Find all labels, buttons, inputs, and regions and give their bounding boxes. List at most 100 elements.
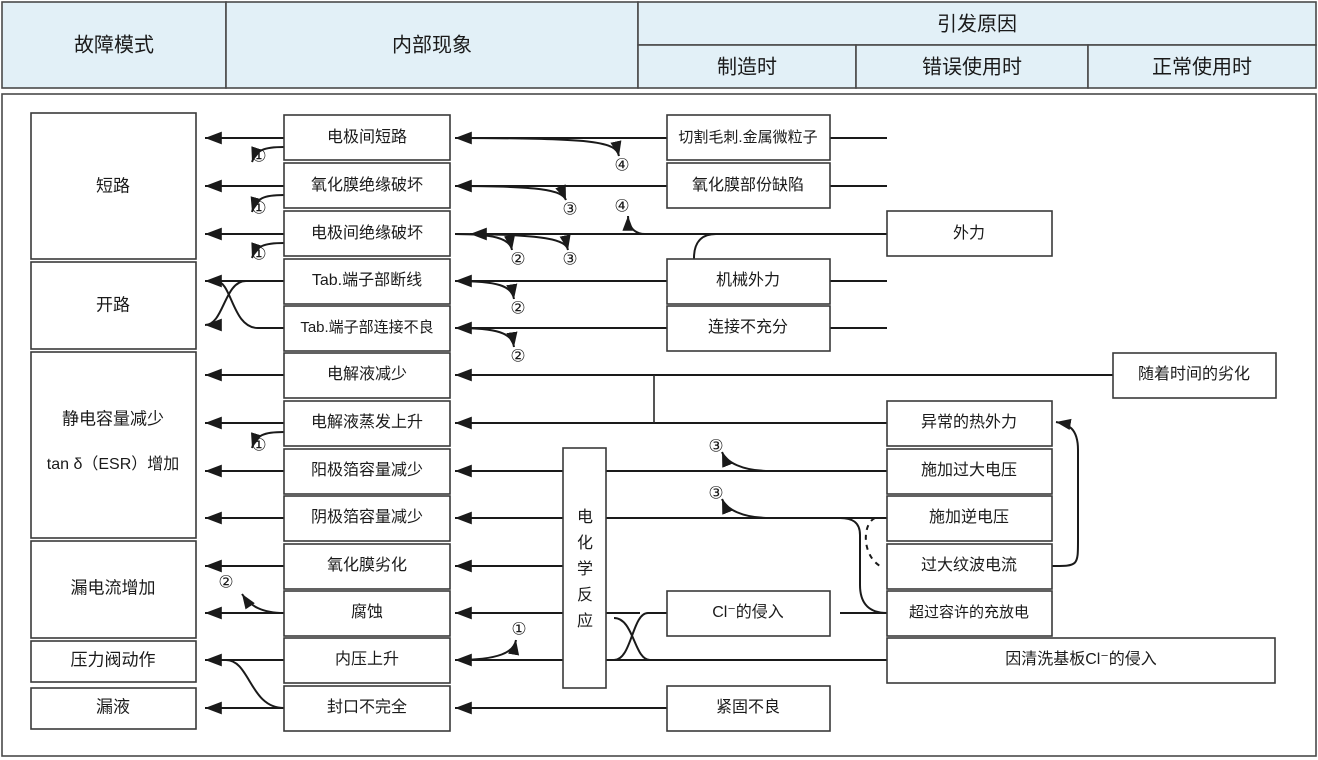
misuse-causes-column: 外力 异常的热外力 施加过大电压 施加逆电压 过大纹波电流 超过容许的充放电 因… [666,210,1276,732]
cause-misuse-label-4: 过大纹波电流 [921,556,1017,574]
internal-box-7[interactable] [283,448,451,495]
cause-mfg-box-4[interactable] [666,590,831,637]
cause-misuse-box-5[interactable] [886,590,1053,637]
internal-label-5: 电解液减少 [327,365,407,383]
cause-mfg-box-2[interactable] [666,258,831,305]
reaction-char-0: 电 [577,508,593,526]
internal-phenomena-column: 电极间短路 氧化膜绝缘破坏 电极间绝缘破坏 Tab.端子部断线 Tab.端子部连… [283,114,451,732]
reaction-char-2: 学 [577,560,593,578]
annotation-a12: ② [218,572,233,591]
cause-mfg-box-0[interactable] [666,114,831,161]
internal-box-5[interactable] [283,352,451,399]
annotation-a1: ① [251,146,266,165]
header-label-internal: 内部现象 [392,33,472,56]
internal-label-1: 氧化膜绝缘破坏 [311,176,423,194]
cause-misuse-label-3: 施加逆电压 [929,508,1009,526]
cause-misuse-label-0: 外力 [953,224,985,242]
reaction-char-3: 反 [577,586,593,604]
internal-label-2: 电极间绝缘破坏 [311,224,423,242]
internal-box-6[interactable] [283,400,451,447]
cause-misuse-box-6[interactable] [886,637,1276,684]
cause-misuse-label-6: 因清洗基板Cl⁻的侵入 [1005,650,1157,668]
internal-box-8[interactable] [283,495,451,542]
internal-label-6: 电解液蒸发上升 [311,413,423,431]
failure-mode-label-leakage-current: 漏电流增加 [71,578,156,597]
cause-mfg-label-3: 连接不充分 [708,318,788,336]
cause-misuse-label-5: 超过容许的充放电 [909,604,1029,621]
internal-box-10[interactable] [283,590,451,637]
annotation-a14: ③ [708,436,723,455]
cause-normal-box-0[interactable] [1112,352,1277,399]
cause-mfg-label-1: 氧化膜部份缺陷 [692,176,804,194]
failure-mode-label-open-circuit: 开路 [96,295,130,314]
cause-misuse-box-2[interactable] [886,448,1053,495]
internal-box-11[interactable] [283,637,451,684]
cause-misuse-box-1[interactable] [886,400,1053,447]
internal-box-2[interactable] [283,210,451,257]
manufacturing-causes-column: 切割毛刺.金属微粒子 氧化膜部份缺陷 机械外力 连接不充分 Cl⁻的侵入 [666,114,831,637]
annotation-a6: ③ [562,199,577,218]
failure-mode-label-short-circuit: 短路 [96,176,130,195]
header-cell-causes [637,1,1317,46]
cause-misuse-label-2: 施加过大电压 [921,461,1017,479]
electrochemical-reaction-box[interactable]: 电 化 学 反 应 [562,447,607,689]
internal-box-4[interactable] [283,305,451,352]
header-label-failure-mode: 故障模式 [74,33,154,56]
header-cell-internal [225,1,639,89]
header-label-manufacturing: 制造时 [717,55,777,78]
failure-mode-label-leakage: 漏液 [96,697,130,716]
annotation-a8: ④ [614,196,629,215]
internal-label-10: 腐蚀 [351,603,383,621]
annotation-a5: ③ [562,249,577,268]
annotation-a15: ③ [708,483,723,502]
annotation-a3: ① [251,244,266,263]
internal-label-0: 电极间短路 [327,128,407,146]
failure-mode-box-short-circuit[interactable] [30,112,197,260]
annotation-a11: ① [251,435,266,454]
annotation-a10: ② [510,346,525,365]
cause-mfg-box-1[interactable] [666,162,831,209]
header-label-normal: 正常使用时 [1152,55,1252,78]
annotation-a9: ② [510,298,525,317]
failure-mode-box-capacitance-drop[interactable] [30,351,197,539]
reaction-char-1: 化 [577,534,593,552]
cause-mfg-label-4: Cl⁻的侵入 [712,603,784,621]
internal-label-11: 内压上升 [335,650,399,668]
cause-misuse-label-7: 紧固不良 [716,698,780,716]
cause-misuse-box-0[interactable] [886,210,1053,257]
internal-box-12[interactable] [283,685,451,732]
internal-label-12: 封口不完全 [327,698,407,716]
diagram-frame [1,93,1317,757]
normal-causes-column: 随着时间的劣化 [1112,352,1277,399]
internal-label-4: Tab.端子部连接不良 [300,319,433,336]
cause-misuse-label-1: 异常的热外力 [921,413,1017,431]
cause-misuse-box-7[interactable] [666,685,831,732]
internal-box-0[interactable] [283,114,451,161]
cause-mfg-box-3[interactable] [666,305,831,352]
header-label-misuse: 错误使用时 [922,55,1022,78]
cause-misuse-box-3[interactable] [886,495,1053,542]
internal-label-7: 阳极箔容量减少 [311,461,423,479]
header-label-causes: 引发原因 [937,12,1017,35]
failure-mode-box-leakage-current[interactable] [30,540,197,639]
failure-mode-box-open-circuit[interactable] [30,261,197,350]
failure-mode-label-capacitance-drop-line1: 静电容量减少 [62,409,164,428]
header-cell-misuse [855,44,1089,89]
failure-mode-box-leakage[interactable] [30,687,197,730]
internal-box-3[interactable] [283,258,451,305]
annotation-a7: ④ [614,155,629,174]
annotation-a4: ② [510,249,525,268]
annotation-a2: ① [251,198,266,217]
header-table: 故障模式 内部现象 引发原因 制造时 错误使用时 正常使用时 [1,1,1317,89]
internal-label-3: Tab.端子部断线 [312,271,422,289]
internal-box-1[interactable] [283,162,451,209]
cause-normal-label-0: 随着时间的劣化 [1138,365,1250,383]
reaction-char-4: 应 [577,611,593,630]
failure-mode-label-pressure-valve: 压力阀动作 [71,650,156,669]
internal-label-9: 氧化膜劣化 [327,556,407,574]
internal-box-9[interactable] [283,543,451,590]
internal-label-8: 阴极箔容量减少 [311,508,423,526]
cause-misuse-box-4[interactable] [886,543,1053,590]
failure-mode-column: 短路 开路 静电容量减少 tan δ（ESR）增加 漏电流增加 压力阀动作 漏液 [30,112,197,730]
failure-mode-box-pressure-valve[interactable] [30,640,197,683]
